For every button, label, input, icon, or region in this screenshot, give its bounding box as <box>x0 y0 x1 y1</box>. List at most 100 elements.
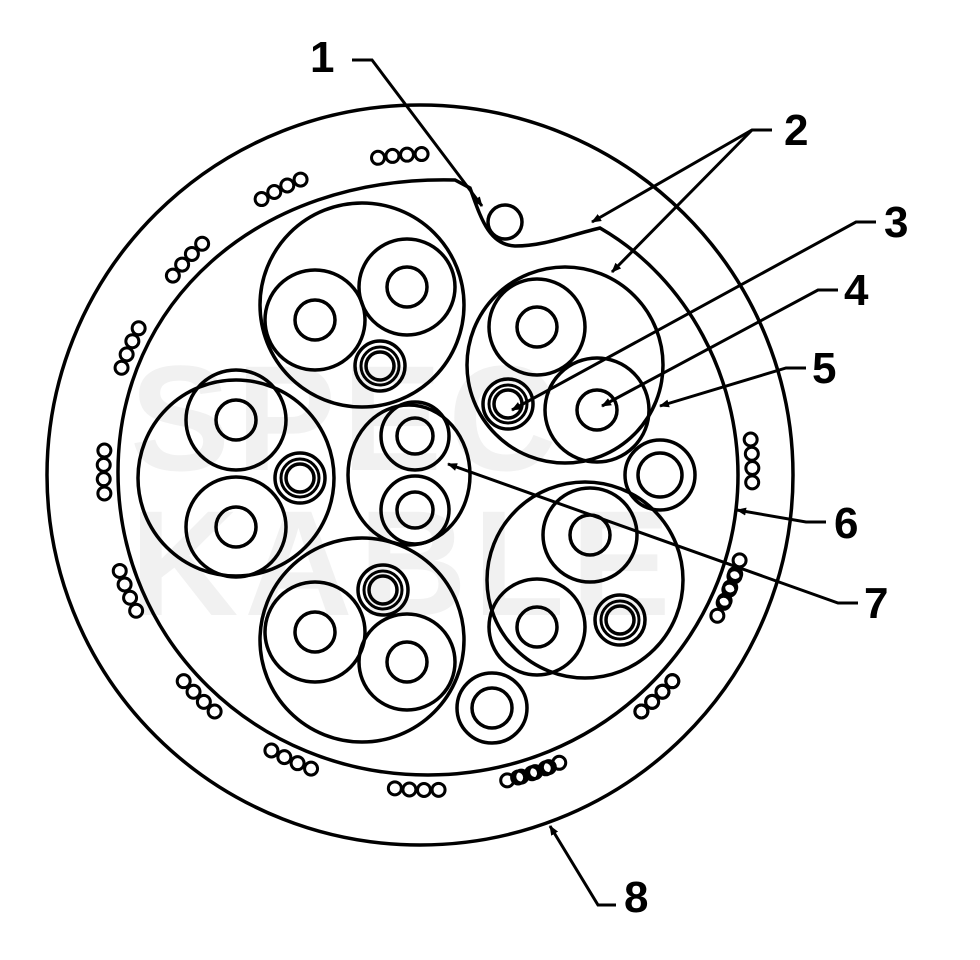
cable-shapes <box>45 103 795 847</box>
armour-wire-13 <box>743 445 760 462</box>
group-1-wire-1-conductor <box>293 298 337 342</box>
armour-wire-5 <box>96 442 113 459</box>
inner-sheath <box>116 178 740 777</box>
armour-wire-4 <box>124 333 141 350</box>
coax-right-conductor <box>636 451 684 499</box>
armour-wire-12 <box>709 607 726 624</box>
callout-2: 2 <box>784 106 808 155</box>
armour-wire-1 <box>370 149 387 166</box>
armour-wire-3 <box>164 267 181 284</box>
armour-wire-3 <box>194 235 211 252</box>
coax-bottom-conductor <box>470 686 514 730</box>
armour-wire-16 <box>513 768 530 785</box>
armour-wire-4 <box>113 359 130 376</box>
armour-wire-8 <box>263 742 280 759</box>
armour-wire-1 <box>413 146 430 163</box>
leader-3 <box>511 220 876 412</box>
coax-bottom-jacket <box>455 671 529 745</box>
armour-wire-6 <box>128 602 145 619</box>
leader-5 <box>659 366 806 408</box>
group-3-coax-jacket <box>273 451 327 505</box>
armour-wire-3 <box>174 256 191 273</box>
group-2-wire-2-conductor <box>575 388 619 432</box>
center-wire-1-insulation <box>379 400 451 472</box>
armour-wire-7 <box>185 683 202 700</box>
group-2-wire-2-insulation <box>543 356 651 464</box>
armour-wire-14 <box>716 592 733 609</box>
leader-2a <box>591 128 772 224</box>
coax-right-jacket <box>623 438 697 512</box>
leader-8 <box>548 825 616 907</box>
armour-wire-5 <box>96 485 113 502</box>
armour-wire-2 <box>292 171 309 188</box>
group-4-coax-shield <box>599 599 641 641</box>
group-1-coax-jacket <box>353 339 407 393</box>
armour-wire-6 <box>116 576 133 593</box>
armour-wire-7 <box>175 673 192 690</box>
armour-wire-4 <box>130 320 147 337</box>
group-3-wire-1-insulation <box>184 368 288 472</box>
callout-8: 8 <box>624 873 648 922</box>
group-5-coax-shield <box>362 569 404 611</box>
callout-3: 3 <box>884 198 908 247</box>
leader-1 <box>352 58 484 207</box>
armour-wire-2 <box>253 191 270 208</box>
group-1-coax-conductor <box>364 350 396 382</box>
callout-6: 6 <box>834 499 858 548</box>
callout-7: 7 <box>864 579 888 628</box>
watermark-line-2: KABLE <box>130 479 677 647</box>
armour-wire-13 <box>744 474 761 491</box>
armour-wire-3 <box>183 245 200 262</box>
group-3-coax-conductor <box>284 462 316 494</box>
group-2-screen <box>465 265 665 465</box>
group-3-wire-2-conductor <box>214 505 258 549</box>
group-1-wire-2-conductor <box>385 265 429 309</box>
armour-wire-15 <box>664 673 681 690</box>
group-1-screen <box>258 201 466 409</box>
callout-1: 1 <box>310 33 334 82</box>
group-4-wire-2-insulation <box>487 577 587 677</box>
armour-wire-6 <box>122 589 139 606</box>
center-wire-2-conductor <box>395 490 435 530</box>
group-3-coax-shield <box>279 457 321 499</box>
armour-wire-15 <box>644 693 661 710</box>
group-5-coax-conductor <box>367 574 399 606</box>
armour-wire-16 <box>540 759 557 776</box>
armour-wire-1 <box>399 146 416 163</box>
outer-jacket <box>45 103 795 847</box>
armour-wire-9 <box>430 781 447 798</box>
armour-wire-7 <box>195 693 212 710</box>
group-5-screen <box>258 536 466 744</box>
callout-5: 5 <box>812 344 836 393</box>
group-1-wire-2-insulation <box>357 237 457 337</box>
armour-wire-15 <box>654 683 671 700</box>
group-2-coax-shield <box>487 383 529 425</box>
armour-wire-5 <box>95 471 112 488</box>
group-5-coax-jacket <box>356 563 410 617</box>
group-4-screen <box>485 480 685 680</box>
group-1-coax-shield <box>359 345 401 387</box>
group-5-wire-1-insulation <box>263 580 367 684</box>
armour-wire-1 <box>384 147 401 164</box>
armour-wire-2 <box>266 183 283 200</box>
center-wire-2-insulation <box>379 474 451 546</box>
armour-wire-8 <box>289 755 306 772</box>
armour-wire-15 <box>633 703 650 720</box>
armour-wire-9 <box>415 781 432 798</box>
group-2-coax-jacket <box>481 377 535 431</box>
armour-wire-2 <box>279 177 296 194</box>
group-5-wire-2-conductor <box>385 640 429 684</box>
armour-wire-4 <box>118 346 135 363</box>
armour-wire-8 <box>276 749 293 766</box>
group-1-wire-1-insulation <box>263 268 367 372</box>
leader-lines <box>352 58 876 907</box>
armour-wire-16 <box>527 764 544 781</box>
drain-element <box>486 203 524 241</box>
armour-wire-9 <box>386 780 403 797</box>
armour-wire-13 <box>744 460 761 477</box>
armour-wire-7 <box>206 703 223 720</box>
callout-4: 4 <box>844 266 869 315</box>
group-2-wire-1-conductor <box>515 305 559 349</box>
group-4-wire-2-conductor <box>515 605 559 649</box>
